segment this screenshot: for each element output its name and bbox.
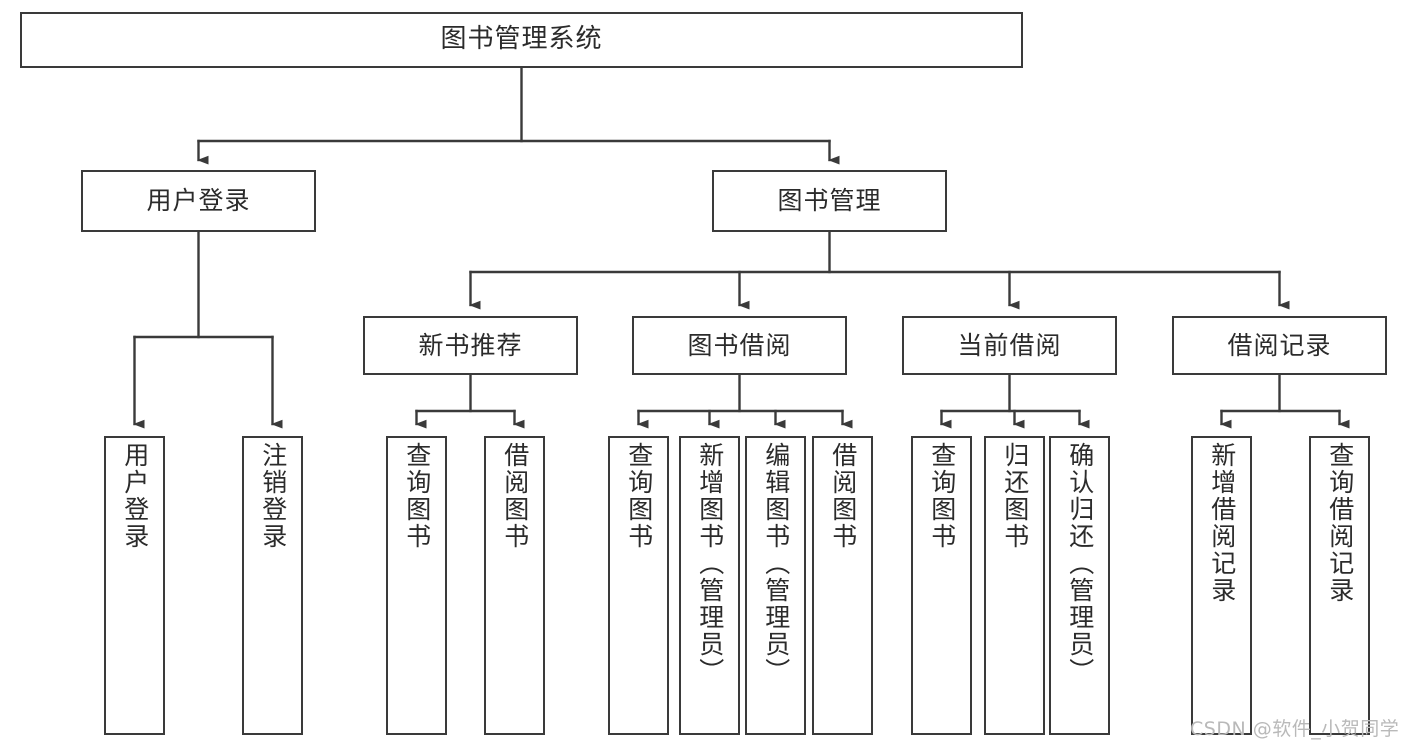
node-book-management-label: 图书管理 xyxy=(777,186,882,215)
node-leaf-query-book-3[interactable]: 查询图书 xyxy=(911,436,972,735)
node-leaf-user-login[interactable]: 用户登录 xyxy=(104,436,165,735)
node-current-borrow-label: 当前借阅 xyxy=(957,330,1062,360)
node-leaf-add-borrow-record[interactable]: 新增借阅记录 xyxy=(1191,436,1252,735)
node-root[interactable]: 图书管理系统 xyxy=(20,12,1023,68)
node-leaf-query-book-1[interactable]: 查询图书 xyxy=(386,436,447,735)
node-new-book-recommend-label: 新书推荐 xyxy=(418,330,523,360)
node-new-book-recommend[interactable]: 新书推荐 xyxy=(363,316,578,375)
node-book-borrow-label: 图书借阅 xyxy=(687,330,792,360)
node-leaf-query-book-1-label: 查询图书 xyxy=(402,442,432,550)
node-leaf-edit-book-admin-label: 编辑图书（管理员） xyxy=(761,442,791,685)
node-leaf-add-borrow-record-label: 新增借阅记录 xyxy=(1207,442,1237,604)
node-leaf-query-borrow-record[interactable]: 查询借阅记录 xyxy=(1309,436,1370,735)
node-user-login[interactable]: 用户登录 xyxy=(81,170,316,232)
node-borrow-records[interactable]: 借阅记录 xyxy=(1172,316,1387,375)
node-borrow-records-label: 借阅记录 xyxy=(1227,330,1332,360)
node-leaf-add-book-admin-label: 新增图书（管理员） xyxy=(695,442,725,685)
node-leaf-logout-login-label: 注销登录 xyxy=(258,442,288,550)
node-leaf-query-borrow-record-label: 查询借阅记录 xyxy=(1325,442,1355,604)
node-book-management[interactable]: 图书管理 xyxy=(712,170,947,232)
node-user-login-label: 用户登录 xyxy=(146,186,251,215)
node-leaf-return-book-label: 归还图书 xyxy=(1000,442,1030,550)
node-leaf-query-book-3-label: 查询图书 xyxy=(927,442,957,550)
node-leaf-return-book[interactable]: 归还图书 xyxy=(984,436,1045,735)
node-leaf-logout-login[interactable]: 注销登录 xyxy=(242,436,303,735)
node-leaf-borrow-book-1-label: 借阅图书 xyxy=(500,442,530,550)
csdn-watermark: CSDN @软件_小贺同学 xyxy=(1190,718,1400,740)
node-leaf-add-book-admin[interactable]: 新增图书（管理员） xyxy=(679,436,740,735)
node-leaf-borrow-book-1[interactable]: 借阅图书 xyxy=(484,436,545,735)
node-leaf-query-book-2-label: 查询图书 xyxy=(624,442,654,550)
node-current-borrow[interactable]: 当前借阅 xyxy=(902,316,1117,375)
node-leaf-confirm-return-admin[interactable]: 确认归还（管理员） xyxy=(1049,436,1110,735)
node-leaf-user-login-label: 用户登录 xyxy=(120,442,150,550)
node-leaf-edit-book-admin[interactable]: 编辑图书（管理员） xyxy=(745,436,806,735)
node-root-label: 图书管理系统 xyxy=(440,24,603,55)
node-book-borrow[interactable]: 图书借阅 xyxy=(632,316,847,375)
node-leaf-borrow-book-2[interactable]: 借阅图书 xyxy=(812,436,873,735)
node-leaf-query-book-2[interactable]: 查询图书 xyxy=(608,436,669,735)
node-leaf-confirm-return-admin-label: 确认归还（管理员） xyxy=(1065,442,1095,685)
node-leaf-borrow-book-2-label: 借阅图书 xyxy=(828,442,858,550)
